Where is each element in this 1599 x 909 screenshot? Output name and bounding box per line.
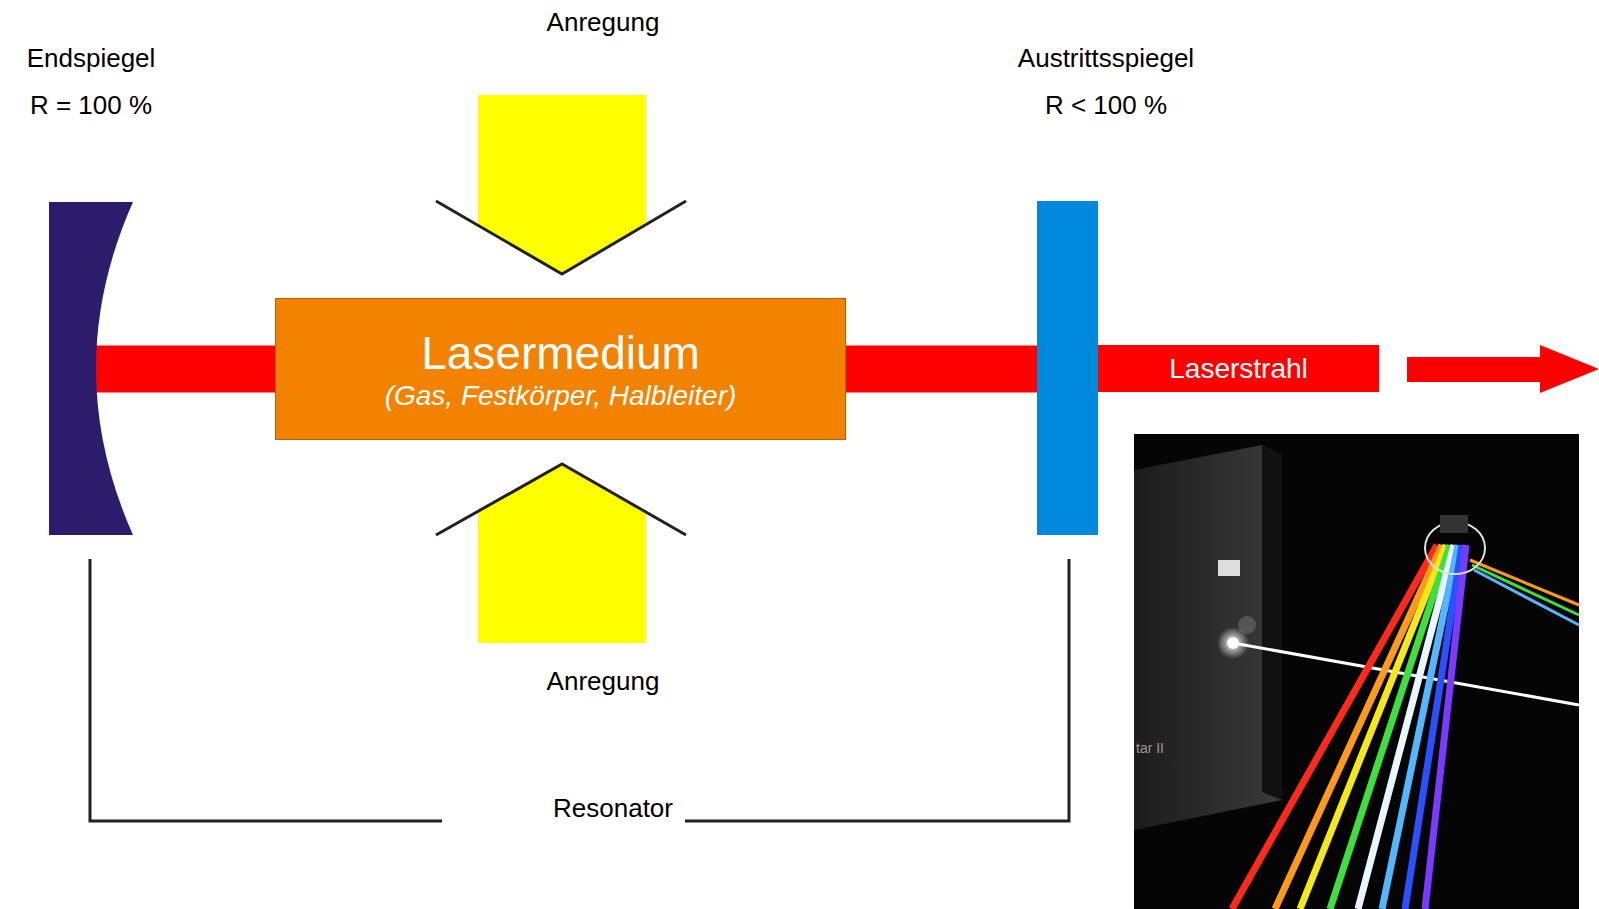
resonator-label: Resonator — [549, 793, 677, 823]
laser-beam — [846, 346, 1037, 393]
node-subtitle: (Gas, Festkörper, Halbleiter) — [385, 380, 737, 412]
laser-photo — [1134, 434, 1579, 909]
laser-beam — [96, 346, 275, 393]
photo-caption-text: tar II — [1132, 733, 1168, 763]
node-title: Lasermedium — [421, 327, 700, 380]
mirror-label: Austrittsspiegel — [1018, 43, 1194, 73]
laser-beam-bar: Laserstrahl — [1098, 345, 1379, 392]
excitation-label: Anregung — [543, 7, 664, 37]
mirror-label: Endspiegel — [27, 43, 156, 73]
output-mirror: AustrittsspiegelR < 100 % — [1037, 201, 1098, 535]
resonator-bracket — [90, 559, 442, 821]
excitation-arrow — [436, 95, 686, 274]
excitation-arrow — [436, 464, 686, 643]
excitation-label: Anregung — [543, 666, 664, 696]
resonator-bracket — [685, 559, 1069, 821]
end-mirror: EndspiegelR = 100 % — [49, 202, 133, 535]
node-title: Laserstrahl — [1169, 353, 1308, 385]
beam-arrow — [1407, 345, 1599, 393]
end-mirror-shape — [49, 202, 133, 535]
output-mirror-shape — [1037, 201, 1098, 535]
mirror-label: R = 100 % — [30, 90, 152, 120]
mirror-label: R < 100 % — [1045, 90, 1167, 120]
laser-medium: Lasermedium(Gas, Festkörper, Halbleiter) — [275, 298, 846, 440]
